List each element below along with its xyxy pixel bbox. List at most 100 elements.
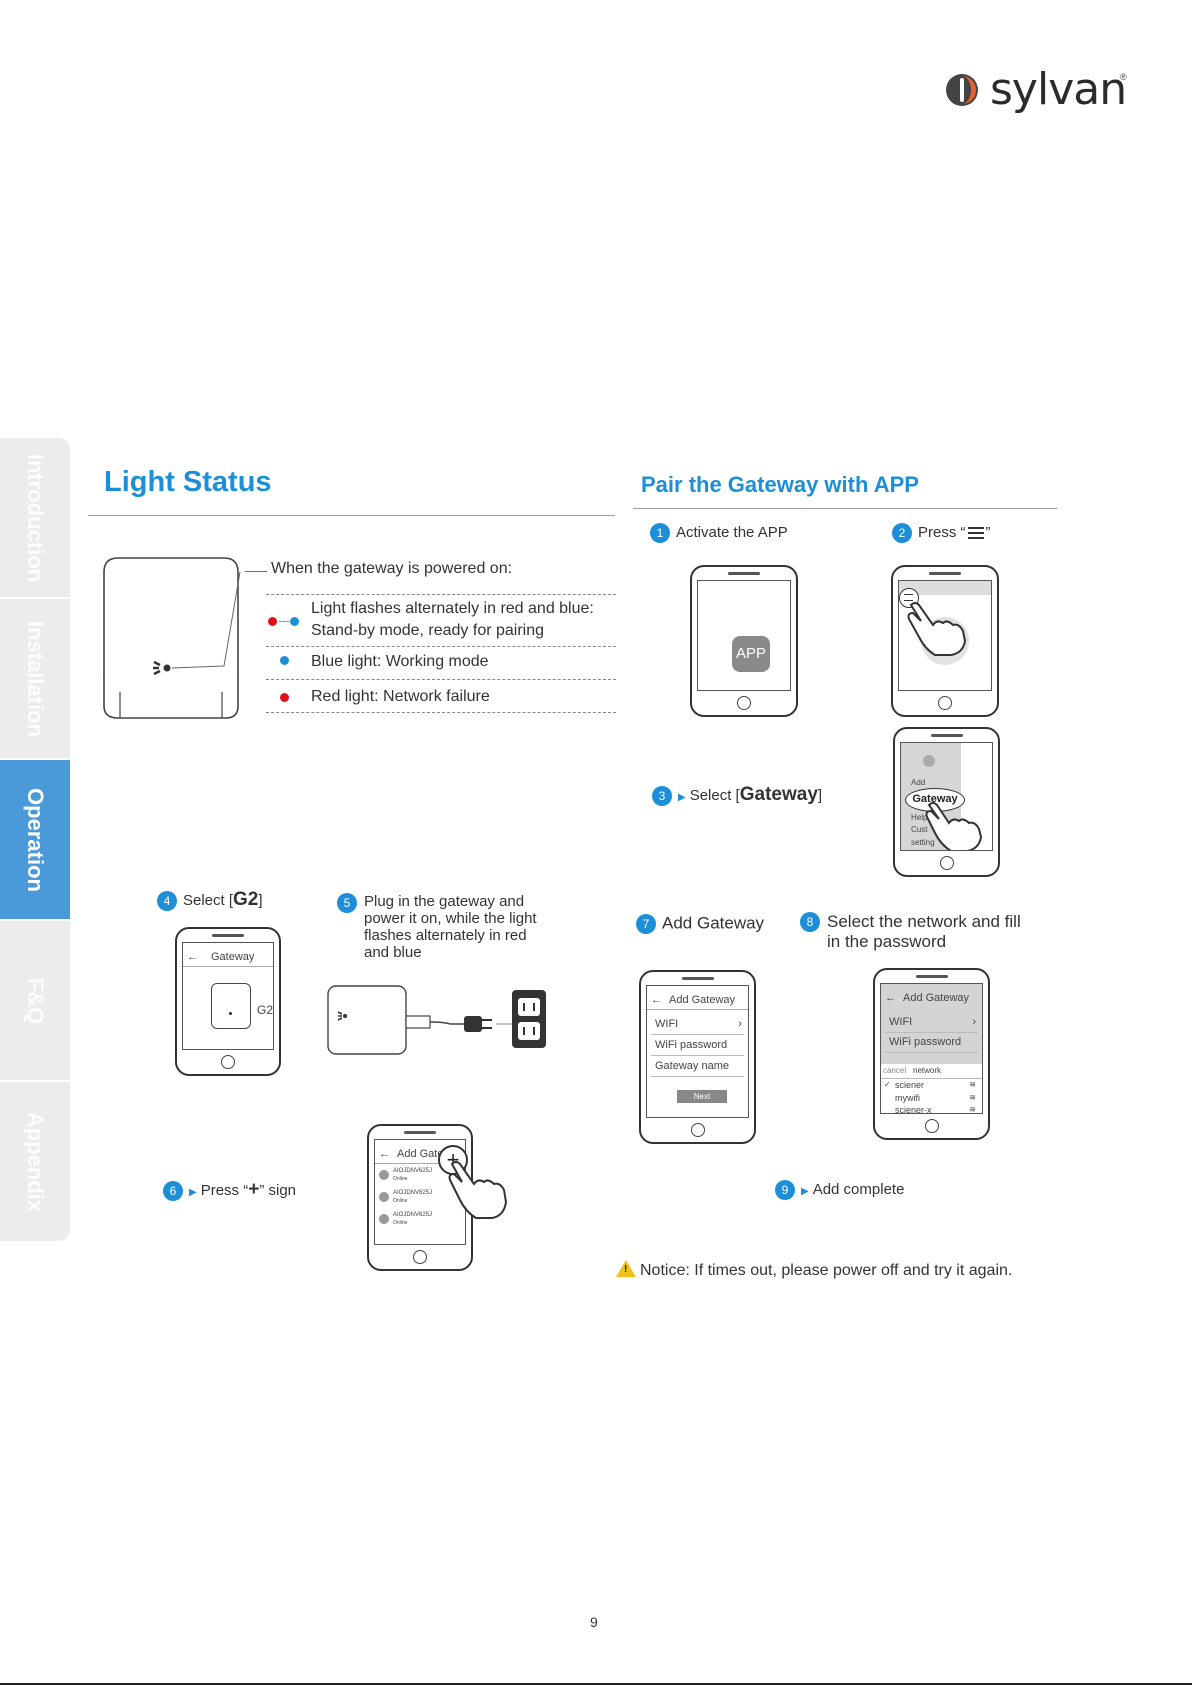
- hamburger-menu-icon: [967, 527, 984, 539]
- step-emph: G2: [233, 889, 259, 910]
- device-id[interactable]: AIOJDNV625J: [393, 1190, 433, 1196]
- plug-in-illustration: [327, 985, 546, 1055]
- wifi-field[interactable]: WIFI: [889, 1016, 913, 1028]
- tab-fq[interactable]: F&Q: [0, 921, 70, 1082]
- sylvan-logo-mark-icon: [946, 74, 978, 106]
- cancel-button[interactable]: cancel: [883, 1066, 907, 1075]
- section-tabs: Introduction Installation Operation F&Q …: [0, 438, 70, 1243]
- plus-symbol: +: [248, 1179, 260, 1200]
- step-text-end: ” sign: [259, 1182, 297, 1199]
- phone-select-gateway: Gateway Add Help Cust setting: [893, 727, 1000, 877]
- avatar: [923, 755, 935, 767]
- wifi-password-field[interactable]: WiFi password: [889, 1036, 962, 1048]
- step-8: 8 Select the network and fill in the pas…: [800, 912, 1021, 952]
- warning-icon: !: [616, 1260, 636, 1277]
- light-status-intro: When the gateway is powered on:: [271, 560, 513, 577]
- phone-add-gateway: ← Add Gateway WIFI › WiFi password Gatew…: [639, 970, 756, 1144]
- step-text: Add complete: [812, 1180, 905, 1198]
- tab-introduction[interactable]: Introduction: [0, 438, 70, 599]
- brand-name: sylvan: [990, 64, 1127, 115]
- arrow-icon: ▶: [801, 1185, 809, 1197]
- step-text-line: power it on, while the light: [364, 910, 537, 927]
- notice: !Notice: If times out, please power off …: [616, 1260, 1012, 1280]
- pointing-hand-icon: [448, 1161, 508, 1219]
- network-option[interactable]: mywifi: [895, 1093, 920, 1103]
- row-divider: [266, 594, 616, 595]
- chevron-right-icon: ›: [972, 1016, 976, 1028]
- menu-item[interactable]: Cust: [911, 825, 928, 834]
- pairing-title: Pair the Gateway with APP: [641, 472, 919, 497]
- status-working: Blue light: Working mode: [311, 653, 489, 670]
- tab-label: Introduction: [23, 453, 48, 582]
- tab-label: Operation: [23, 787, 48, 892]
- registered-mark: ®: [1120, 72, 1127, 82]
- step-text: Select [: [689, 787, 740, 804]
- wifi-field[interactable]: WIFI: [655, 1018, 679, 1030]
- wifi-signal-icon: ≋: [969, 1105, 976, 1114]
- arrow-icon: ▶: [678, 792, 686, 803]
- gateway-name-field[interactable]: Gateway name: [655, 1060, 729, 1072]
- device-icon: [379, 1214, 389, 1224]
- device-id[interactable]: AIOJDNV625J: [393, 1168, 433, 1174]
- step-text-end: ]: [817, 787, 823, 804]
- app-icon[interactable]: APP: [732, 636, 770, 672]
- row-divider: [266, 646, 616, 647]
- step-number: 5: [337, 893, 357, 913]
- tab-appendix[interactable]: Appendix: [0, 1082, 70, 1243]
- step-text-line: and blue: [364, 944, 422, 961]
- g2-label: G2: [257, 1003, 274, 1017]
- notice-text: Notice: If times out, please power off a…: [640, 1262, 1013, 1279]
- next-button[interactable]: Next: [677, 1090, 727, 1103]
- back-arrow-icon[interactable]: ←: [187, 951, 198, 963]
- home-button-icon: [221, 1055, 235, 1069]
- device-id[interactable]: AIOJDNV625J: [393, 1212, 433, 1218]
- light-status-title: Light Status: [104, 466, 272, 498]
- g2-device-card[interactable]: [211, 983, 251, 1029]
- step-text: Press “: [918, 523, 966, 541]
- row-divider: [266, 679, 616, 680]
- home-button-icon: [413, 1250, 427, 1264]
- tab-operation[interactable]: Operation: [0, 760, 70, 921]
- tab-installation[interactable]: Installation: [0, 599, 70, 760]
- device-status: Online: [393, 1198, 408, 1204]
- step-6: 6▶Press “+” sign: [163, 1179, 297, 1202]
- step-3: 3▶Select [Gateway]: [652, 784, 823, 807]
- device-icon: [379, 1192, 389, 1202]
- brand-logo: sylvan ®: [944, 64, 1134, 115]
- home-button-icon: [690, 1123, 705, 1137]
- network-option[interactable]: sciener-x: [895, 1105, 932, 1114]
- phone-add-device: ← Add Gateway AIOJDNV625J Online AIOJDNV…: [367, 1124, 473, 1271]
- dimmed-overlay: [881, 984, 982, 1064]
- step-number: 2: [892, 523, 912, 543]
- page-number: 9: [590, 1614, 598, 1630]
- step-emph: Gateway: [739, 784, 818, 805]
- step-text-line: Select the network and fill: [827, 912, 1021, 931]
- back-arrow-icon[interactable]: ←: [885, 992, 896, 1004]
- status-failure: Red light: Network failure: [311, 688, 490, 705]
- step-text-end: ]: [258, 892, 263, 909]
- menu-item[interactable]: setting: [911, 838, 935, 847]
- step-text-end: ”: [985, 523, 991, 541]
- gateway-device-illustration: [103, 557, 241, 719]
- home-button-icon: [939, 856, 954, 870]
- pointing-hand-icon: [907, 602, 967, 656]
- step-number: 4: [157, 891, 177, 912]
- pointing-hand-icon: [925, 802, 983, 850]
- step-text: Activate the APP: [676, 523, 788, 541]
- step-2: 2 Press “ ”: [892, 523, 991, 543]
- menu-item[interactable]: Add: [911, 778, 926, 787]
- divider: [88, 515, 615, 516]
- wifi-signal-icon: ≋: [969, 1080, 976, 1089]
- wifi-password-field[interactable]: WiFi password: [655, 1039, 728, 1051]
- menu-item[interactable]: Help: [911, 813, 928, 822]
- back-arrow-icon[interactable]: ←: [379, 1148, 390, 1160]
- callout-line: [245, 571, 267, 572]
- phone-select-network: ← Add Gateway WIFI › WiFi password cance…: [873, 968, 990, 1140]
- step-9: 9▶Add complete: [775, 1180, 904, 1201]
- device-icon: [379, 1170, 389, 1180]
- network-option[interactable]: sciener: [895, 1080, 925, 1090]
- back-arrow-icon[interactable]: ←: [651, 994, 662, 1006]
- red-light-dot: [268, 617, 277, 626]
